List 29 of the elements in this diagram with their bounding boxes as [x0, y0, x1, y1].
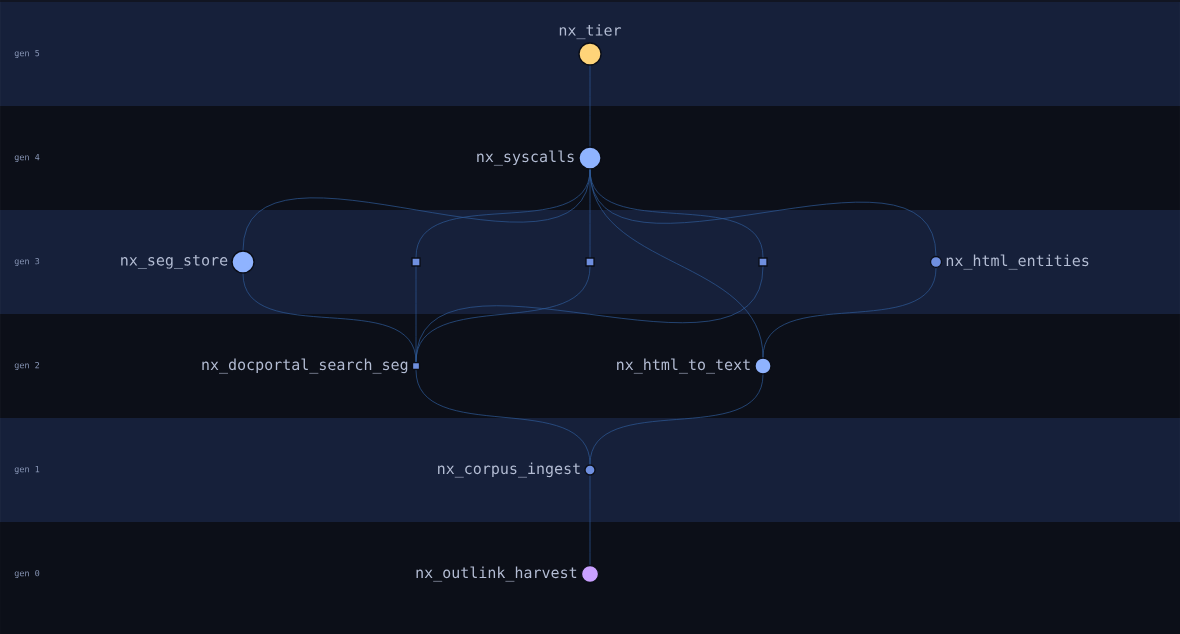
generation-label: gen 5 [14, 50, 40, 58]
generation-label: gen 0 [14, 569, 40, 579]
node-label: nx_outlink_harvest [416, 566, 577, 582]
graph-node [585, 257, 595, 267]
graph-node: nx_corpus_ingest [438, 462, 596, 478]
connector-line [415, 266, 764, 363]
node-label: nx_html_to_text [617, 358, 750, 374]
connector-line [762, 267, 937, 358]
connector-line [589, 65, 591, 147]
node-label: nx_tier [559, 24, 622, 40]
connector-line [589, 374, 764, 465]
graph-node: nx_docportal_search_seg [202, 358, 421, 374]
connector-line [589, 169, 937, 257]
graph-node [411, 257, 421, 267]
graph-node: nx_html_to_text [617, 357, 772, 375]
graph-node: nx_outlink_harvest [416, 564, 600, 584]
node-label: nx_seg_store [121, 254, 228, 270]
graph-node: nx_tier [559, 24, 622, 66]
graph-node: nx_seg_store [121, 250, 255, 274]
connector-line [589, 475, 591, 566]
connector-line [415, 369, 591, 465]
node-label: nx_syscalls [477, 150, 574, 166]
generation-label: gen 1 [14, 466, 40, 474]
generation-label: gen 4 [14, 154, 40, 162]
graph-node: nx_syscalls [477, 146, 602, 170]
generation-label: gen 3 [14, 257, 40, 267]
generation-label: gen 2 [14, 361, 40, 371]
graph-node [758, 257, 768, 267]
graph-node: nx_html_entities [929, 254, 1089, 270]
